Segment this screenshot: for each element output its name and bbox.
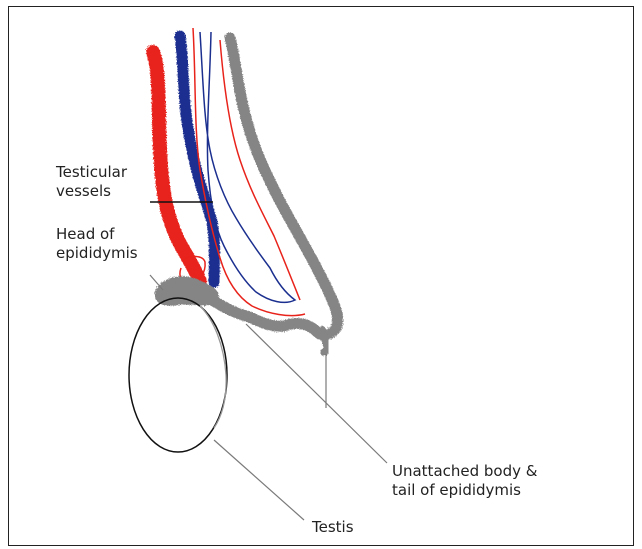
- testis-ellipse: [129, 298, 227, 452]
- epididymis-body: [230, 38, 338, 328]
- label-testis: Testis: [312, 518, 354, 537]
- epididymis-knob: [322, 330, 327, 352]
- leader-testis: [214, 440, 304, 520]
- epididymis-tail: [212, 300, 336, 335]
- label-testicular-vessels: Testicular vessels: [56, 163, 127, 201]
- leader-head-of-epididymis: [150, 275, 163, 290]
- testis-grey-edge: [200, 306, 226, 428]
- label-head-of-epididymis: Head of epididymis: [56, 225, 138, 263]
- leader-unattached-body-tail-1: [246, 324, 387, 463]
- label-unattached-body-tail: Unattached body & tail of epididymis: [392, 462, 537, 500]
